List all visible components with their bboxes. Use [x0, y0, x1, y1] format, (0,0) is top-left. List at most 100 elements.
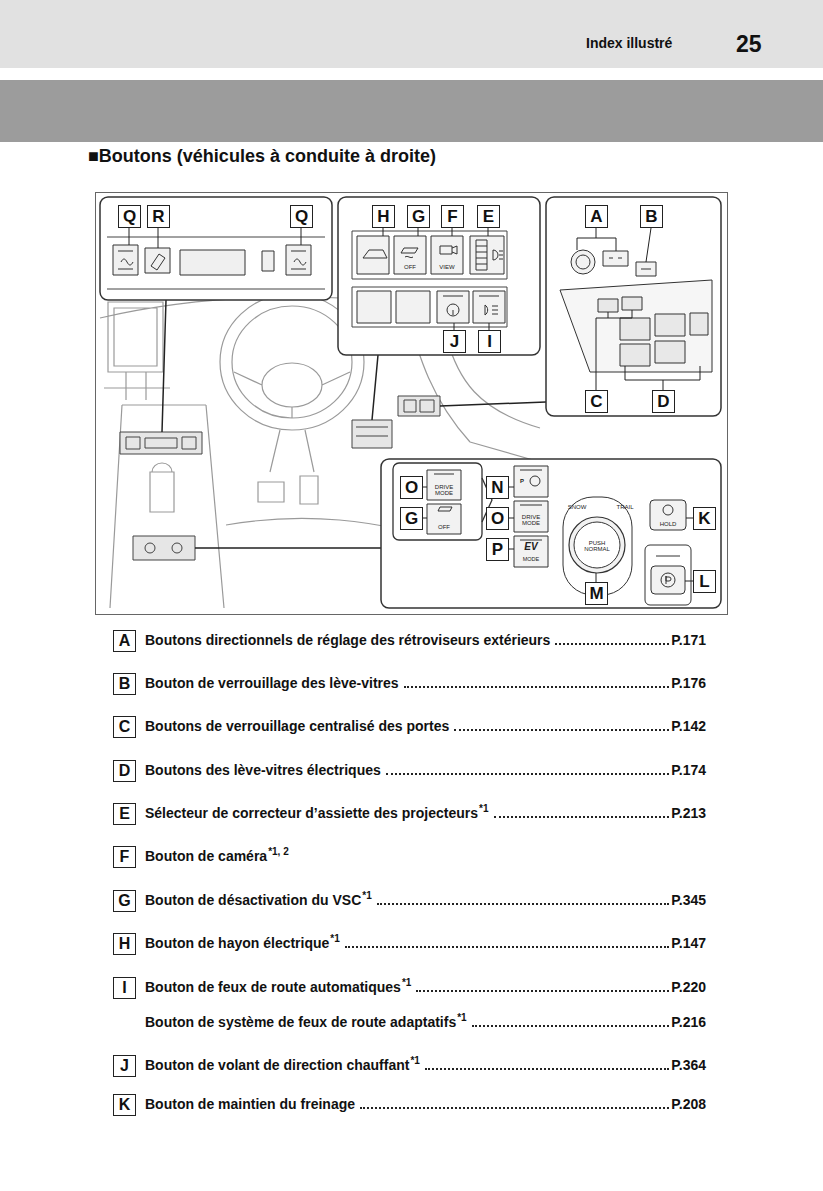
- callout-letter-text: D: [657, 393, 669, 410]
- callout-letter-text: K: [698, 510, 710, 527]
- dot-leader: [404, 686, 670, 688]
- list-key-box: D: [113, 760, 136, 782]
- callout-letter: N: [486, 476, 509, 499]
- callout-letter-text: I: [122, 980, 126, 996]
- dash-switches: [357, 236, 505, 323]
- console-icons: [434, 470, 542, 540]
- page-reference: P.147: [671, 933, 706, 953]
- entry-description: Bouton de caméra: [145, 846, 267, 866]
- list-key-box: A: [113, 630, 136, 652]
- callout-letter-text: N: [491, 479, 503, 496]
- dot-leader: [494, 816, 670, 818]
- mirror-knob: [571, 250, 656, 276]
- parking-brake-switch: [651, 566, 685, 594]
- callout-letter-text: E: [483, 208, 494, 225]
- button-legend: HOLD: [660, 521, 677, 527]
- callout-letter-text: G: [405, 510, 418, 527]
- callout-letter-text: G: [118, 893, 130, 909]
- callout-letter: R: [147, 205, 170, 228]
- list-key-box: E: [113, 803, 136, 825]
- window-switches: [598, 297, 708, 366]
- entry-description: Bouton de volant de direction chauffant: [145, 1055, 409, 1075]
- index-entry: Bouton de système de feux de route adapt…: [145, 1012, 706, 1032]
- button-legend: VIEW: [439, 264, 454, 270]
- callout-letter-text: C: [590, 393, 602, 410]
- callout-letter-text: L: [699, 573, 709, 590]
- index-entry: Bouton de volant de direction chauffant*…: [145, 1055, 706, 1075]
- callout-letter-text: A: [590, 208, 602, 225]
- mode-dial-center: [574, 522, 620, 568]
- section-band: [0, 80, 823, 142]
- button-legend: MODE: [523, 557, 540, 563]
- callout-letter: K: [693, 507, 716, 530]
- index-entry: Bouton de maintien du freinageP.208: [145, 1094, 706, 1114]
- list-key-box: H: [113, 933, 136, 955]
- footnote-mark: *1: [362, 886, 371, 906]
- footnote-mark: *1: [410, 1051, 419, 1071]
- console-switches: [427, 466, 548, 567]
- callout-letter-text: I: [487, 333, 492, 350]
- button-legend: OFF: [438, 524, 450, 530]
- page-reference: P.213: [671, 803, 706, 823]
- button-legend: OFF: [404, 264, 416, 270]
- index-entry: Boutons des lève-vitres électriquesP.174: [145, 760, 706, 780]
- inset-panel: [546, 197, 721, 416]
- callout-letter: E: [477, 205, 500, 228]
- brake-icons: [656, 505, 680, 587]
- illustration-frame: [96, 193, 728, 615]
- callout-letter-text: O: [491, 510, 504, 527]
- dot-leader: [360, 1107, 669, 1109]
- list-key-box: C: [113, 716, 136, 738]
- footnote-mark: *1: [457, 1008, 466, 1028]
- list-key-box: F: [113, 846, 136, 868]
- dot-leader: [416, 990, 669, 992]
- callout-letter: J: [443, 330, 466, 353]
- door-switch-panel: [560, 280, 712, 372]
- callout-letter-text: D: [119, 763, 131, 779]
- callout-letter: G: [407, 205, 430, 228]
- dot-leader: [454, 729, 669, 731]
- button-icons: [118, 251, 306, 270]
- callout-letter: B: [640, 205, 663, 228]
- index-entry: Sélecteur de correcteur d’assiette des p…: [145, 803, 706, 823]
- mode-dial-frame: [563, 497, 632, 595]
- page-reference: P.171: [671, 630, 706, 650]
- callout-letter: O: [486, 507, 509, 530]
- footnote-mark: *1: [479, 799, 488, 819]
- dot-leader: [472, 1025, 670, 1027]
- dial-legend: SNOW: [568, 504, 587, 510]
- running-header: Index illustré: [586, 36, 672, 50]
- entry-description: Bouton de maintien du freinage: [145, 1094, 355, 1114]
- entry-description: Bouton de désactivation du VSC: [145, 890, 361, 910]
- index-entry: Bouton de hayon électrique*1P.147: [145, 933, 706, 953]
- entry-description: Bouton de système de feux de route adapt…: [145, 1012, 456, 1032]
- callout-letter-text: K: [119, 1097, 131, 1113]
- dot-leader: [377, 903, 670, 905]
- callout-leaders: [383, 228, 489, 330]
- list-key-box: G: [113, 890, 136, 912]
- callout-letter-text: P: [492, 541, 503, 558]
- callout-letter-text: Q: [295, 208, 308, 225]
- page-reference: P.216: [671, 1012, 706, 1032]
- inset-panel: [381, 459, 721, 608]
- dot-leader: [386, 773, 669, 775]
- callout-letter-text: R: [152, 208, 164, 225]
- page-reference: P.220: [671, 977, 706, 997]
- page-reference: P.142: [671, 716, 706, 736]
- callout-letter: Q: [118, 205, 141, 228]
- list-key-box: J: [113, 1055, 136, 1077]
- list-key-box: I: [113, 977, 136, 999]
- button-legend: P: [520, 478, 524, 484]
- entry-description: Boutons de verrouillage centralisé des p…: [145, 716, 449, 736]
- dot-leader: [345, 946, 669, 948]
- inset-panel: [100, 197, 332, 300]
- callout-letter: Q: [290, 205, 313, 228]
- page-reference: P.345: [671, 890, 706, 910]
- button-legend: EV: [524, 542, 537, 552]
- dial-legend: PUSH NORMAL: [579, 540, 615, 552]
- entry-description: Bouton de verrouillage des lève-vitres: [145, 673, 399, 693]
- callout-letter: F: [441, 205, 464, 228]
- page-reference: P.176: [671, 673, 706, 693]
- index-entry: Bouton de désactivation du VSC*1P.345: [145, 890, 706, 910]
